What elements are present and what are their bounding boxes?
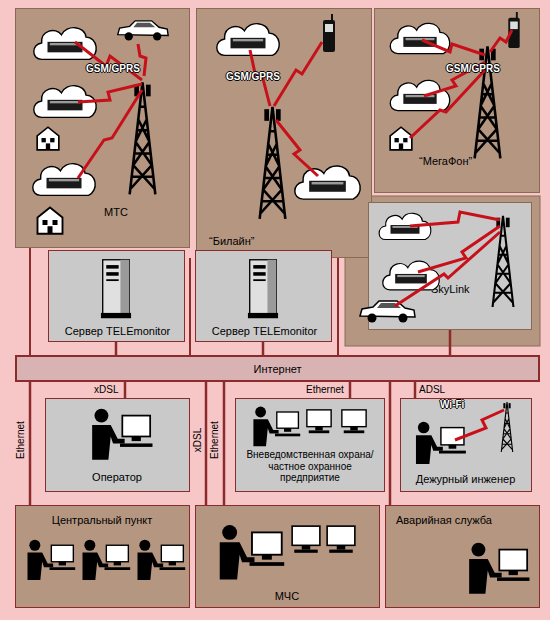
network-link xyxy=(205,382,208,505)
cloud-icon xyxy=(390,23,449,53)
skylink-panel xyxy=(345,196,540,346)
operator-icon xyxy=(92,409,152,460)
link-label: xDSL xyxy=(193,428,203,452)
cloud-icon xyxy=(383,261,439,290)
operator-zone: “МегаФон” xyxy=(374,8,540,193)
radio-bolt xyxy=(274,42,322,106)
operator-icon xyxy=(253,407,300,447)
cloud-icon xyxy=(295,166,360,199)
node-label: Вневедомственная охрана/частное охранное… xyxy=(242,449,378,484)
link-label: xDSL xyxy=(94,385,118,395)
cloud-icon xyxy=(217,24,279,56)
phone-icon xyxy=(323,14,335,52)
service-box: Аварийная служба xyxy=(385,505,540,608)
cloud-icon xyxy=(390,80,449,110)
satellite-zone: SkyLink xyxy=(368,202,532,330)
node-label: МТС xyxy=(104,206,164,219)
radio-links xyxy=(75,30,512,440)
frame-wire xyxy=(189,258,191,355)
server-box: Сервер TELEmonitor xyxy=(48,250,185,342)
workplace-box: Дежурный инженер xyxy=(400,398,532,492)
building-icon xyxy=(390,127,412,150)
radio-bolt xyxy=(75,42,142,80)
node-label: Оператор xyxy=(46,471,188,484)
cell-tower xyxy=(493,216,514,307)
link-label: Ethernet xyxy=(306,385,344,395)
cell-tower xyxy=(260,107,286,219)
operator-icon xyxy=(138,540,186,580)
node-label: Дежурный инженер xyxy=(401,473,530,486)
node-label: SkyLink xyxy=(431,283,491,296)
radio-bolt xyxy=(138,44,146,76)
link-label: ADSL xyxy=(419,385,445,395)
monitor-icon xyxy=(327,526,355,553)
network-link xyxy=(262,342,265,355)
car-icon xyxy=(360,301,415,323)
cloud-icon xyxy=(34,28,96,60)
operator-icon xyxy=(469,543,529,594)
node-label: Сервер TELEmonitor xyxy=(49,325,186,338)
radio-bolt xyxy=(424,62,485,96)
network-link xyxy=(223,382,226,505)
server-icon xyxy=(101,260,131,318)
workplace-box: Вневедомственная охрана/частное охранное… xyxy=(235,398,385,492)
building-icon xyxy=(37,127,59,150)
cloud-icon xyxy=(33,164,95,196)
network-link xyxy=(389,382,392,505)
network-link xyxy=(414,382,417,398)
radio-bolt xyxy=(276,120,318,176)
wifi-tower xyxy=(501,402,512,452)
network-link xyxy=(115,342,118,355)
operator-icon xyxy=(83,540,131,580)
service-box: МЧС xyxy=(195,505,380,608)
radio-bolt xyxy=(250,50,270,106)
monitor-icon xyxy=(307,410,331,433)
radio-bolt xyxy=(455,410,504,440)
frame-wire xyxy=(29,248,31,355)
cloud-icon xyxy=(34,86,96,118)
workplace-box: Оператор xyxy=(45,398,190,492)
cell-tower xyxy=(130,82,156,194)
node-label: МЧС xyxy=(196,590,378,603)
operator-zone: МТС xyxy=(15,8,190,248)
node-label: Центральный пункт xyxy=(16,514,188,527)
radio-bolt xyxy=(78,90,142,178)
network-link xyxy=(449,330,452,355)
radio-bolt xyxy=(410,70,485,138)
operator-zone: “Билайн” xyxy=(196,8,372,258)
operator-icon xyxy=(28,540,76,580)
network-link xyxy=(29,382,32,505)
radio-bolt xyxy=(410,212,500,226)
monitor-icon xyxy=(342,410,366,433)
network-link xyxy=(124,382,127,398)
cloud-icon xyxy=(379,213,431,239)
radio-bolt xyxy=(490,30,512,52)
node-label: “Билайн” xyxy=(209,235,299,248)
server-icon xyxy=(248,260,278,318)
monitor-icon xyxy=(292,526,320,553)
node-label: Сервер TELEmonitor xyxy=(196,325,333,338)
operator-icon xyxy=(220,525,284,580)
network-link xyxy=(349,382,352,398)
radio-bolt xyxy=(78,84,142,102)
radio-bolt xyxy=(395,232,500,306)
link-label: Ethernet xyxy=(210,421,220,459)
operator-icon xyxy=(416,422,466,464)
building-icon xyxy=(38,208,63,234)
node-label: “МегаФон” xyxy=(419,155,509,168)
cell-tower xyxy=(475,46,501,158)
node-label: Аварийная служба xyxy=(396,514,536,527)
phone-icon xyxy=(508,12,519,48)
car-icon xyxy=(118,21,168,41)
server-box: Сервер TELEmonitor xyxy=(195,250,332,342)
link-label: Ethernet xyxy=(16,421,26,459)
frame-wire xyxy=(337,258,339,355)
internet-band: Интернет xyxy=(15,355,540,382)
service-box: Центральный пункт xyxy=(15,505,190,608)
radio-bolt xyxy=(418,226,500,272)
radio-bolt xyxy=(422,40,485,55)
node-label: Интернет xyxy=(17,363,538,376)
